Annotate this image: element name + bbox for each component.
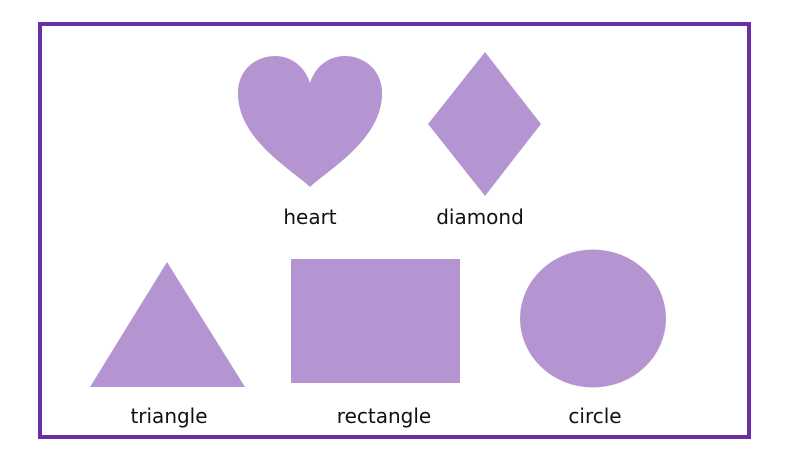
- heart-shape: [237, 56, 383, 187]
- circle-shape: [520, 249, 666, 388]
- triangle-shape: [90, 262, 245, 387]
- rectangle-label: rectangle: [336, 404, 432, 428]
- rectangle-shape: [291, 259, 460, 383]
- triangle-label: triangle: [130, 404, 208, 428]
- circle-label: circle: [568, 404, 622, 428]
- diamond-shape: [428, 52, 541, 196]
- heart-label: heart: [283, 205, 337, 229]
- diamond-label: diamond: [436, 205, 524, 229]
